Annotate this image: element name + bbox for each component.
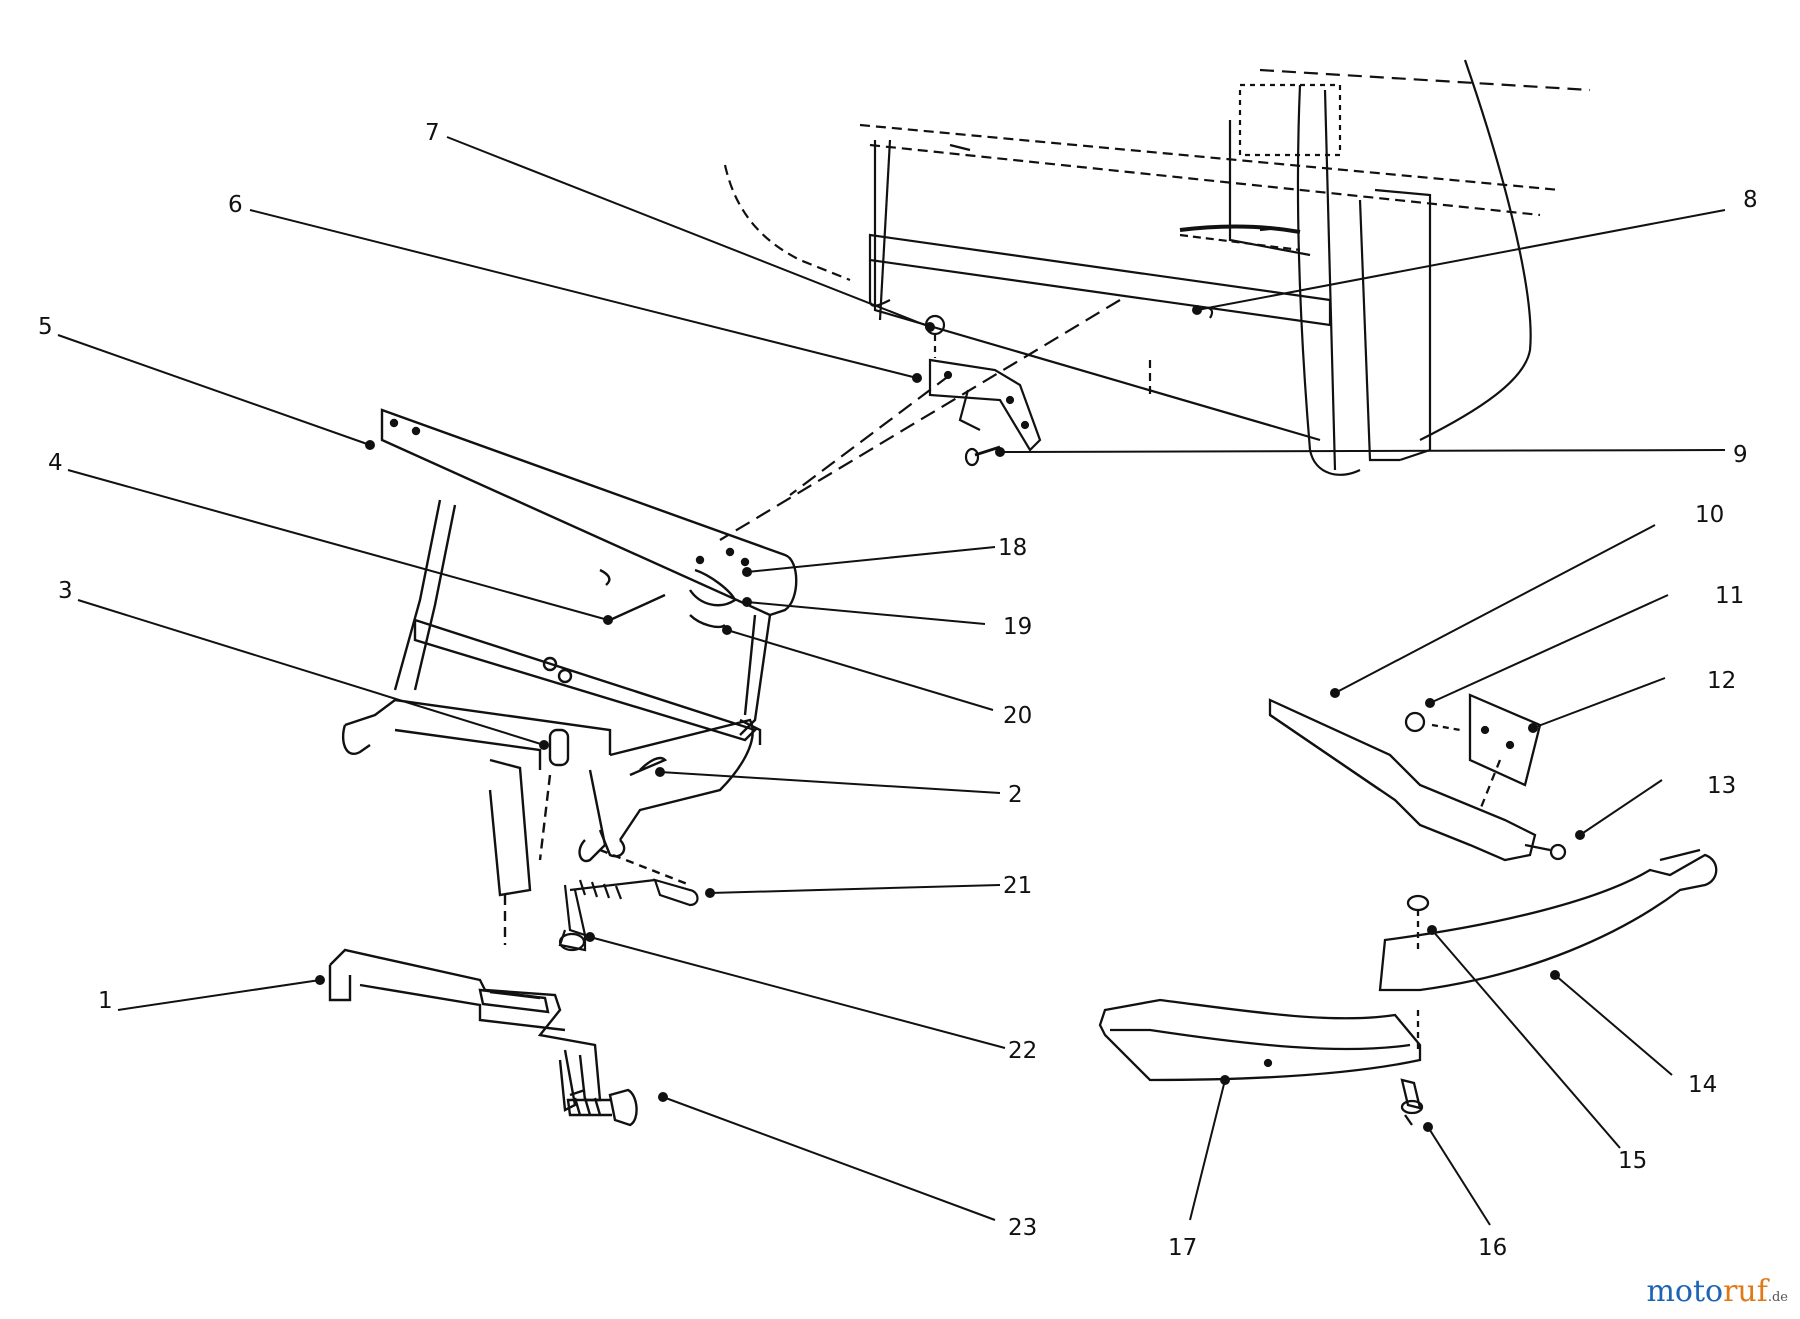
callout-11: 11 — [1715, 583, 1744, 609]
machine-body — [723, 59, 1591, 476]
callout-23: 23 — [1008, 1215, 1037, 1241]
callout-1: 1 — [98, 988, 113, 1014]
callout-2: 2 — [1008, 782, 1023, 808]
callout-17: 17 — [1168, 1235, 1197, 1261]
front-bracket — [719, 299, 1214, 541]
right-bracket-10 — [1268, 693, 1567, 862]
callout-10: 10 — [1695, 502, 1724, 528]
callout-21: 21 — [1003, 873, 1032, 899]
callout-labels: 1 2 3 4 5 6 7 8 9 10 11 12 13 14 15 16 1… — [38, 120, 1758, 1261]
callout-19: 19 — [1003, 614, 1032, 640]
pin-and-bolt — [558, 878, 699, 952]
seat-bracket-assembly — [341, 408, 798, 945]
watermark-part-1: moto — [1646, 1274, 1724, 1309]
callout-14: 14 — [1688, 1072, 1717, 1098]
callout-18: 18 — [998, 535, 1027, 561]
watermark-logo: motoruf.de — [1646, 1274, 1788, 1309]
callout-22: 22 — [1008, 1038, 1037, 1064]
watermark-part-3: .de — [1767, 1290, 1788, 1305]
callout-5: 5 — [38, 314, 53, 340]
hitch-bracket-1 — [328, 948, 638, 1127]
callout-12: 12 — [1707, 668, 1736, 694]
callout-6: 6 — [228, 192, 243, 218]
callout-8: 8 — [1743, 187, 1758, 213]
callout-13: 13 — [1707, 773, 1736, 799]
leader-lines — [57, 136, 1726, 1226]
callout-4: 4 — [48, 450, 63, 476]
callout-7: 7 — [425, 120, 440, 146]
callout-20: 20 — [1003, 703, 1032, 729]
skirt-plates — [1098, 848, 1718, 1126]
callout-9: 9 — [1733, 442, 1748, 468]
callout-3: 3 — [58, 578, 73, 604]
watermark-part-2: ruf — [1723, 1274, 1768, 1309]
callout-16: 16 — [1478, 1235, 1507, 1261]
callout-15: 15 — [1618, 1148, 1647, 1174]
